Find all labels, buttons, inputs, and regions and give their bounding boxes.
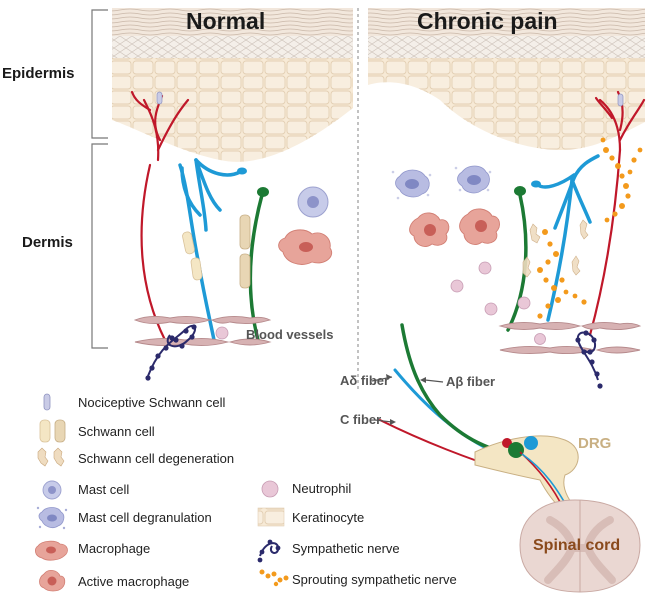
legend-label-sprouting-sympathetic-nerve: Sprouting sympathetic nerve [292, 572, 457, 587]
legend-label-schwann-cell: Schwann cell [78, 424, 155, 439]
a-delta-fiber-label: Aδ fiber [340, 373, 389, 388]
normal-schwann-cells-green [239, 214, 251, 289]
a-beta-fiber-label: Aβ fiber [446, 374, 495, 389]
normal-title: Normal [186, 8, 265, 34]
chronic-a-beta-terminal [514, 186, 526, 196]
chronic-c-fiber [588, 90, 646, 337]
macrophage-icon [34, 540, 68, 561]
blood-vessels-label: Blood vessels [246, 327, 333, 342]
drg-label: DRG [578, 435, 611, 452]
legend-label-neutrophil: Neutrophil [292, 481, 351, 496]
chronic-a-delta-terminal [531, 180, 541, 188]
chronic-nociceptive-schwann-cell [617, 93, 624, 107]
neutrophil-icon [261, 480, 279, 498]
c-fiber-arrow [374, 419, 393, 423]
normal-mast-cell [297, 186, 329, 218]
active-macrophage-icon [39, 570, 66, 592]
sprouting-sympathetic-nerve-icon [259, 569, 289, 587]
legend-label-active-macrophage: Active macrophage [78, 574, 189, 589]
normal-macrophage [278, 229, 332, 265]
normal-schwann-cells-blue [182, 231, 203, 281]
legend-label-sympathetic-nerve: Sympathetic nerve [292, 541, 400, 556]
nociceptive-schwann-cell [156, 91, 163, 105]
chronic-sympathetic-nerve [575, 330, 603, 389]
legend-label-schwann-cell-degeneration: Schwann cell degeneration [78, 451, 234, 466]
spinal-cord-label: Spinal cord [533, 537, 620, 554]
chronic-neutrophils [450, 261, 531, 316]
legend-label-macrophage: Macrophage [78, 541, 150, 556]
chronic-blood-vessels [498, 321, 642, 355]
keratinocyte-icon [257, 507, 285, 527]
chronic-schwann-degeneration [522, 219, 589, 278]
a-beta-terminal [257, 187, 269, 197]
spinal-cord [519, 499, 641, 593]
mast-cell-icon [42, 480, 62, 500]
c-fiber-label: C fiber [340, 412, 381, 427]
chronic-title: Chronic pain [417, 8, 558, 34]
a-beta-arrow [424, 379, 444, 383]
layer-brackets [91, 9, 108, 349]
legend: Nociceptive Schwann cell Schwann cell Sc… [34, 393, 457, 592]
epidermis-label: Epidermis [2, 65, 75, 82]
chronic-active-macrophages [409, 208, 500, 247]
dermis-label: Dermis [22, 234, 73, 251]
legend-label-mast-cell-degranulation: Mast cell degranulation [78, 510, 212, 525]
mast-cell-degranulation-icon [36, 506, 68, 530]
normal-neutrophil [215, 326, 229, 340]
normal-sympathetic-nerve [145, 324, 197, 381]
nociceptive-schwann-cell-icon [43, 393, 51, 411]
chronic-a-delta-fiber [536, 154, 600, 322]
sympathetic-nerve-icon [257, 539, 281, 563]
chronic-mast-degranulation [391, 165, 492, 200]
legend-label-mast-cell: Mast cell [78, 482, 129, 497]
legend-label-nociceptive-schwann-cell: Nociceptive Schwann cell [78, 395, 226, 410]
legend-label-keratinocyte: Keratinocyte [292, 510, 364, 525]
schwann-cell-degeneration-icon [37, 447, 65, 467]
a-delta-terminal [237, 167, 247, 175]
chronic-vessel-neutrophil [534, 333, 546, 345]
chronic-sprouting-sympathetic [537, 137, 643, 319]
schwann-cell-icon [39, 419, 66, 443]
drg-ganglion [474, 435, 581, 519]
